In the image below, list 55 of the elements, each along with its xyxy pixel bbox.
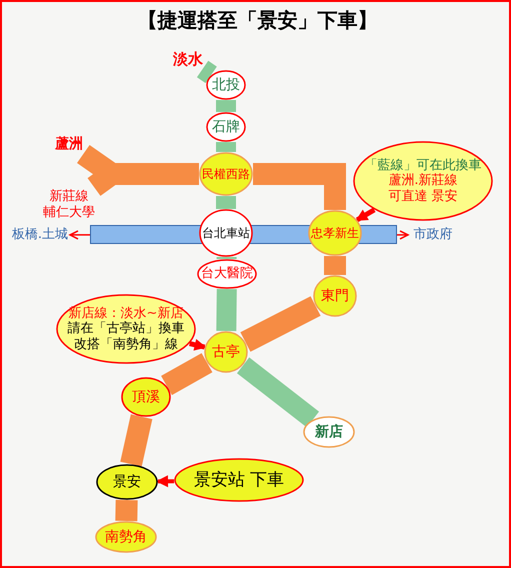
- station-name: 台北車站: [202, 226, 250, 240]
- metro-line: [161, 353, 212, 396]
- station-name: 石牌: [212, 118, 240, 136]
- station-marker: [204, 331, 248, 373]
- callout-text: 景安站 下車: [194, 470, 284, 490]
- arrow: [397, 230, 409, 240]
- station-marker: [121, 377, 171, 417]
- station-name: 景安: [113, 474, 141, 490]
- station-marker: [308, 210, 362, 256]
- station-marker: [199, 152, 253, 196]
- metro-line: [120, 414, 152, 466]
- metro-line: [236, 357, 320, 428]
- arrow: [69, 230, 90, 240]
- metro-line: [196, 60, 217, 84]
- terminal-name: 淡水: [173, 50, 203, 68]
- terminal-name: 板橋.土城: [12, 227, 68, 243]
- metro-line: [216, 257, 237, 259]
- station-marker: [95, 521, 157, 553]
- station-marker: [96, 464, 158, 500]
- metro-line: [115, 500, 138, 522]
- terminal-name: 新莊線: [50, 189, 88, 205]
- station-marker: [313, 275, 357, 317]
- station-marker: [197, 259, 257, 289]
- station-name: 台大醫院: [201, 266, 253, 282]
- metro-line: [216, 100, 236, 112]
- station-name: 北投: [212, 76, 240, 94]
- station-name: 忠孝新生: [311, 226, 359, 240]
- station-marker: [199, 209, 253, 257]
- callout-bubble: [56, 294, 196, 364]
- metro-line: [324, 256, 346, 275]
- station-name: 新店: [315, 424, 343, 440]
- station-name: 古亭: [212, 344, 240, 360]
- terminal-name: 市政府: [414, 227, 452, 243]
- station-name: 民權西路: [202, 166, 250, 182]
- station-marker: [206, 112, 246, 142]
- callout-bubble: [174, 458, 304, 502]
- metro-line: [216, 196, 236, 209]
- metro-line: [216, 142, 236, 152]
- station-name: 南勢角: [105, 528, 147, 546]
- callout-text: 請在「古亭站」換車改搭「南勢角」線: [66, 321, 186, 352]
- callout-bubble: [353, 141, 493, 221]
- callout-text: 蘆洲.新莊線可直達 景安: [387, 173, 459, 204]
- callout-text: 「藍線」可在此換車: [364, 158, 482, 173]
- callout-pointer: [156, 475, 174, 488]
- station-marker: [206, 70, 246, 100]
- title: 【捷運搭至「景安」下車】: [136, 7, 378, 34]
- metro-line: [253, 163, 346, 210]
- station-name: 東門: [321, 288, 349, 304]
- station-marker: [303, 416, 355, 448]
- terminal-name: 輔仁大學: [43, 205, 95, 221]
- callout-pointer: [355, 208, 376, 222]
- terminal-name: 蘆洲: [55, 136, 83, 152]
- station-name: 頂溪: [132, 388, 160, 406]
- metro-line: [240, 296, 321, 352]
- callout-pointer: [189, 338, 207, 351]
